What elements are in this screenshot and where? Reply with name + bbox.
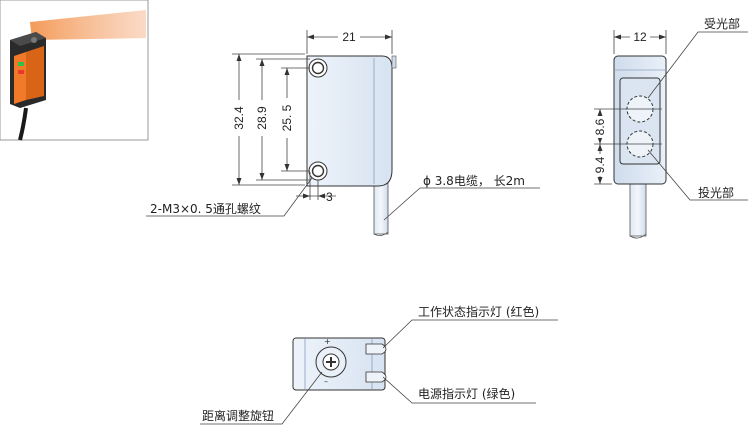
front-view: 21 32.4 28.9 25. 5 3 2-M <box>146 29 540 236</box>
svg-text:+: + <box>324 337 331 346</box>
dim-side-width: 12 <box>633 30 647 44</box>
label-cable: ϕ 3.8电缆， 长2m <box>423 174 525 188</box>
dim-height-25: 25. 5 <box>280 104 294 131</box>
distance-knob: + – <box>315 337 347 386</box>
product-photo <box>0 0 149 141</box>
label-status-led: 工作状态指示灯 (红色) <box>418 304 539 319</box>
svg-text:–: – <box>324 377 328 386</box>
dim-height-29: 28.9 <box>255 106 269 130</box>
label-mount-holes: 2-M3×0. 5通孔螺纹 <box>150 202 261 216</box>
label-distance-knob: 距离调整旋钮 <box>202 408 274 423</box>
dim-height-32: 32.4 <box>232 106 246 130</box>
label-emitter: 投光部 <box>698 185 734 200</box>
power-led <box>365 371 387 383</box>
dim-offset: 3 <box>326 190 333 204</box>
status-led <box>365 343 387 355</box>
label-power-led: 电源指示灯 (绿色) <box>418 386 515 401</box>
dim-bottom: 9.4 <box>593 156 607 173</box>
label-receiver: 受光部 <box>704 16 740 31</box>
light-beam <box>30 10 146 40</box>
dim-width: 21 <box>342 30 356 44</box>
side-view: 12 8.6 9.4 受光部 投光部 <box>591 16 748 239</box>
dim-pitch: 8.6 <box>593 118 607 135</box>
mount-hole-bottom <box>308 161 328 181</box>
top-view: + – 工作状态指示灯 (红色) 电源指示灯 (绿色) 距离调整旋钮 <box>200 304 558 425</box>
mount-hole-top <box>308 58 328 78</box>
